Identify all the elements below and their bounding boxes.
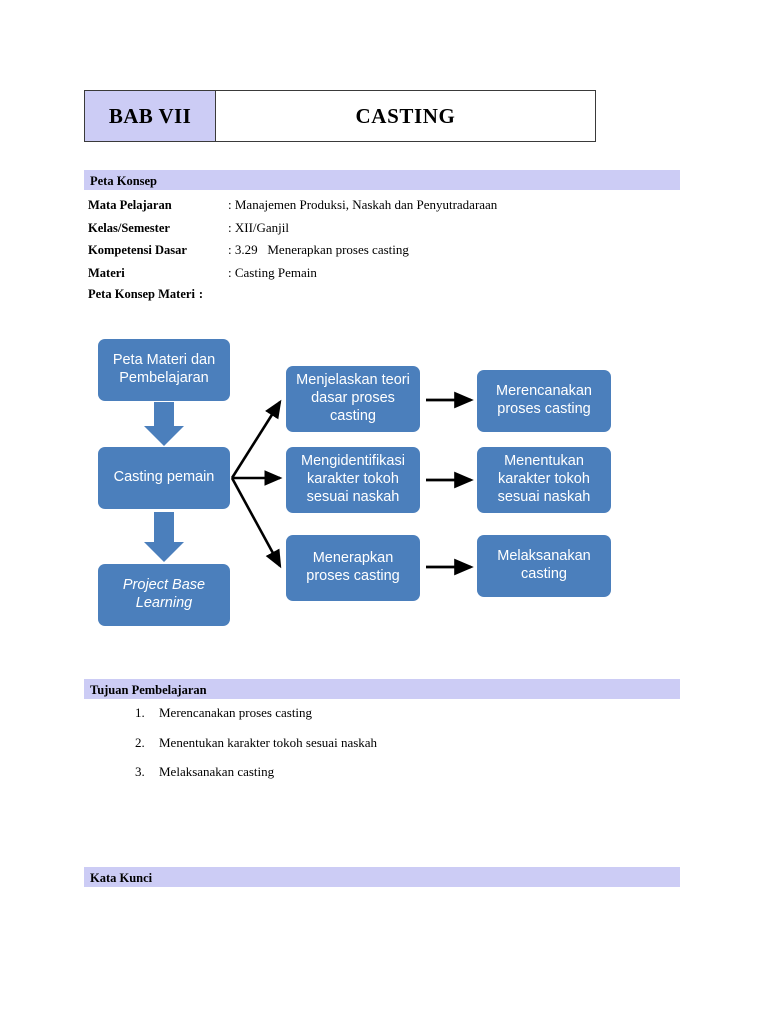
metadata-value: : 3.29 Menerapkan proses casting	[228, 242, 409, 257]
objective-text: Melaksanakan casting	[159, 764, 275, 780]
objective-number: 3.	[135, 764, 145, 780]
chapter-header-row: BAB VII CASTING	[84, 90, 596, 142]
objectives-list: 1. Merencanakan proses casting 2. Menent…	[135, 705, 675, 794]
flowchart-box-casting-pemain: Casting pemain	[98, 447, 230, 509]
connector-casting-to-menerapkan	[230, 477, 282, 569]
objective-item: 1. Merencanakan proses casting	[135, 705, 675, 721]
objective-item: 3. Melaksanakan casting	[135, 764, 675, 780]
metadata-value: : Casting Pemain	[228, 264, 317, 280]
flowchart-box-project-base-learning: Project Base Learning	[98, 564, 230, 626]
objective-text: Menentukan karakter tokoh sesuai naskah	[159, 734, 378, 750]
objective-number: 1.	[135, 705, 145, 720]
flowchart-box-merencanakan: Merencanakan proses casting	[477, 370, 611, 432]
metadata-label: Kompetensi Dasar	[88, 243, 187, 257]
block-arrow-down-2	[144, 512, 184, 562]
chapter-number-cell: BAB VII	[84, 90, 216, 142]
objective-number: 2.	[135, 734, 145, 750]
metadata-row-materi: Materi : Casting Pemain	[88, 265, 688, 281]
chapter-title-cell: CASTING	[215, 90, 596, 142]
flowchart-box-menentukan: Menentukan karakter tokoh sesuai naskah	[477, 447, 611, 513]
section-band-kata-kunci: Kata Kunci	[84, 867, 680, 887]
metadata-value: : XII/Ganjil	[228, 219, 290, 235]
metadata-label: Mata Pelajaran	[88, 198, 172, 212]
metadata-value: : Manajemen Produksi, Naskah dan Penyutr…	[228, 197, 498, 212]
flowchart-box-menerapkan: Menerapkan proses casting	[286, 535, 420, 601]
concept-map-flowchart: Peta Materi dan Pembelajaran Casting pem…	[84, 330, 684, 655]
block-arrow-down-1	[144, 402, 184, 446]
objective-text: Merencanakan proses casting	[159, 705, 313, 720]
objective-item: 2. Menentukan karakter tokoh sesuai nask…	[135, 735, 675, 751]
metadata-row-kompetensi-dasar: Kompetensi Dasar : 3.29 Menerapkan prose…	[88, 242, 688, 258]
metadata-row-mata-pelajaran: Mata Pelajaran : Manajemen Produksi, Nas…	[88, 197, 688, 213]
connector-casting-to-menjelaskan	[230, 399, 282, 479]
flowchart-box-mengidentifikasi: Mengidentifikasi karakter tokoh sesuai n…	[286, 447, 420, 513]
metadata-label: Materi	[88, 265, 125, 280]
metadata-row-kelas-semester: Kelas/Semester : XII/Ganjil	[88, 220, 688, 236]
flowchart-box-peta-materi: Peta Materi dan Pembelajaran	[98, 339, 230, 401]
metadata-label: Kelas/Semester	[88, 220, 170, 235]
metadata-value: :	[198, 287, 204, 301]
section-band-peta-konsep: Peta Konsep	[84, 170, 680, 190]
flowchart-box-menjelaskan: Menjelaskan teori dasar proses casting	[286, 366, 420, 432]
section-band-tujuan-pembelajaran: Tujuan Pembelajaran	[84, 679, 680, 699]
chapter-header-table: BAB VII CASTING	[84, 90, 596, 142]
flowchart-box-melaksanakan: Melaksanakan casting	[477, 535, 611, 597]
metadata-label: Peta Konsep Materi	[88, 287, 195, 301]
metadata-row-peta-konsep-materi: Peta Konsep Materi :	[88, 287, 688, 302]
metadata-list: Mata Pelajaran : Manajemen Produksi, Nas…	[88, 197, 688, 309]
